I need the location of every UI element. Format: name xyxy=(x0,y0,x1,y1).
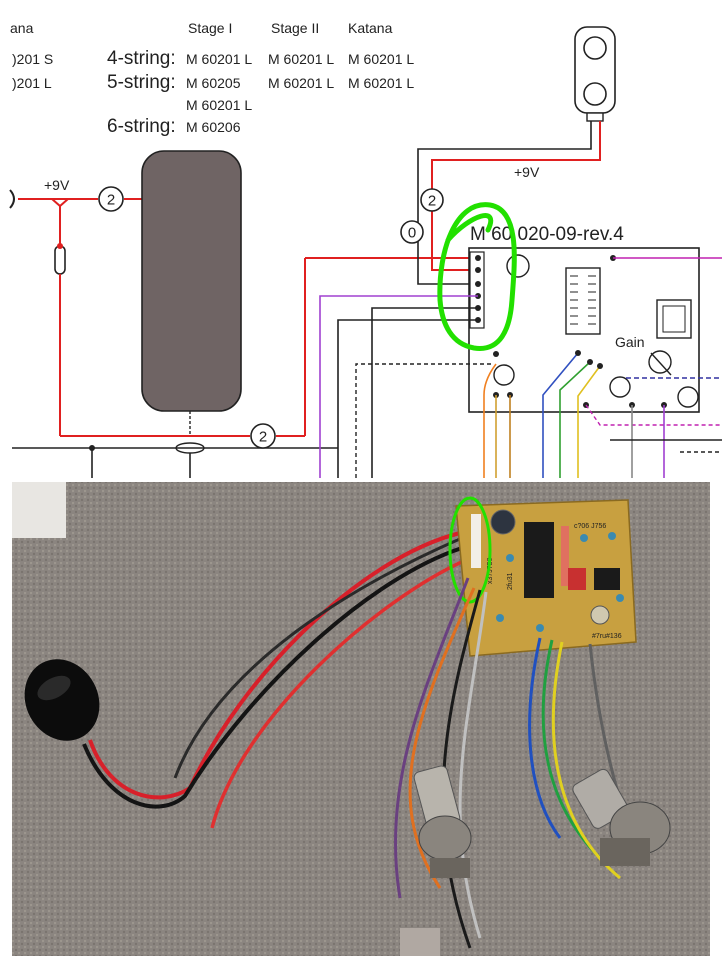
battery-terminal-1 xyxy=(583,36,607,60)
schematic-svg: ana Stage I Stage II Katana )201 S )201 … xyxy=(9,20,722,478)
grey-cable xyxy=(458,591,488,939)
wiring-schematic: ana Stage I Stage II Katana )201 S )201 … xyxy=(0,0,722,478)
voltage-left-label: +9V xyxy=(44,177,70,193)
tone-pot xyxy=(572,768,671,866)
wire-count-circle-top xyxy=(420,188,444,212)
left-partial-row1: )201 S xyxy=(12,51,53,67)
pcb-label-3: x37J750 xyxy=(487,557,494,584)
wire-count-top: 2 xyxy=(428,193,436,210)
yellow-cable xyxy=(551,641,621,880)
pin-3 xyxy=(475,281,481,287)
pickup-black-cable xyxy=(173,536,463,779)
node-d xyxy=(575,350,581,356)
purple-wire xyxy=(319,295,478,478)
header-katana-partial: ana xyxy=(10,20,34,36)
yellow-wire xyxy=(577,365,601,478)
photo-svg: c?06 J756 #7ru#136 x37J750 2fu31 xyxy=(12,482,710,956)
pot-symbol-1 xyxy=(493,364,515,386)
board-title: M 60 020-09-rev.4 xyxy=(470,224,624,245)
pcb-resistor-red xyxy=(561,526,569,586)
wire-count-ground: 0 xyxy=(408,225,416,242)
pcb-label-1: c?06 J756 xyxy=(574,523,606,530)
pcb-capacitor xyxy=(490,509,516,535)
black-wire-3 xyxy=(371,307,478,478)
pcb-trimmer xyxy=(590,605,610,625)
orange-wire xyxy=(483,363,497,478)
pin-2 xyxy=(475,267,481,273)
junction-v xyxy=(51,198,69,208)
photo-highlight xyxy=(448,496,492,604)
pcb-red-cap xyxy=(568,568,586,590)
node-a xyxy=(493,351,499,357)
gain-label: Gain xyxy=(615,334,645,350)
resistor-symbol xyxy=(54,245,66,275)
row-5string-stage2: M 60201 L xyxy=(268,75,334,91)
pcb-label-2: #7ru#136 xyxy=(592,633,622,640)
volume-pot xyxy=(413,765,472,878)
row-5string-stage1: M 60205 xyxy=(186,75,241,91)
board-connector xyxy=(469,251,485,329)
row-5string-stage1-alt: M 60201 L xyxy=(186,97,252,113)
floor-strip xyxy=(400,928,440,956)
pcb-small-ic xyxy=(594,568,620,590)
jack-arc xyxy=(9,189,15,209)
row-4string-stage1: M 60201 L xyxy=(186,51,252,67)
battery-red-cable xyxy=(88,531,461,800)
battery-cable-exit xyxy=(586,112,604,122)
wire-count-circle-ground xyxy=(400,220,424,244)
row-5string-katana: M 60201 L xyxy=(348,75,414,91)
green-cable xyxy=(541,639,602,860)
header-katana: Katana xyxy=(348,20,393,36)
row-4string-stage2: M 60201 L xyxy=(268,51,334,67)
battery-red-wire xyxy=(431,121,601,271)
pot-symbol-3 xyxy=(677,386,699,408)
wire-count-bottom: 2 xyxy=(259,429,267,446)
row-4string-katana: M 60201 L xyxy=(348,51,414,67)
wire-count-circle-left xyxy=(98,186,124,212)
purple-cable xyxy=(393,577,470,899)
wire-count-left: 2 xyxy=(107,192,115,209)
black-cable-bundle xyxy=(441,589,482,949)
header-stage2: Stage II xyxy=(271,20,319,36)
node-f xyxy=(597,363,603,369)
voltage-right-label: +9V xyxy=(514,164,540,180)
pcb-connector xyxy=(471,514,481,568)
black-wire-2 xyxy=(337,319,478,478)
pickup-red-cable xyxy=(210,558,467,829)
trimmer-symbol xyxy=(506,254,530,278)
dashed-wire xyxy=(355,363,494,478)
row-label-6string: 6-string: xyxy=(107,116,176,137)
battery-snap xyxy=(24,659,100,741)
wire-count-circle-bottom xyxy=(250,423,276,449)
magenta-dashed xyxy=(585,404,722,426)
gain-pot-wiper xyxy=(650,352,672,376)
node-e xyxy=(587,359,593,365)
row-6string-stage1: M 60206 xyxy=(186,119,241,135)
pcb-label-4: 2fu31 xyxy=(507,572,514,590)
row-label-4string: 4-string: xyxy=(107,48,176,69)
row-label-5string: 5-string: xyxy=(107,72,176,93)
pickup-body xyxy=(141,150,242,412)
pot-symbol-2 xyxy=(609,376,631,398)
node-dot xyxy=(57,243,63,249)
green-wire xyxy=(559,361,591,478)
highlight-circle xyxy=(437,202,517,351)
foam-corner xyxy=(12,482,66,538)
small-chip-inner xyxy=(662,305,686,333)
wiring-photo: c?06 J756 #7ru#136 x37J750 2fu31 xyxy=(0,478,722,960)
left-partial-row2: )201 L xyxy=(12,75,52,91)
pcb-ic xyxy=(524,522,554,598)
orange-cable xyxy=(408,587,476,889)
battery-black-cable xyxy=(82,546,463,809)
ic-chip xyxy=(565,267,601,335)
battery-terminal-2 xyxy=(583,82,607,106)
blue-wire xyxy=(542,352,579,478)
pin-1 xyxy=(475,255,481,261)
blue-cable xyxy=(528,637,562,839)
battery-snap-highlight xyxy=(37,675,71,701)
header-stage1: Stage I xyxy=(188,20,232,36)
